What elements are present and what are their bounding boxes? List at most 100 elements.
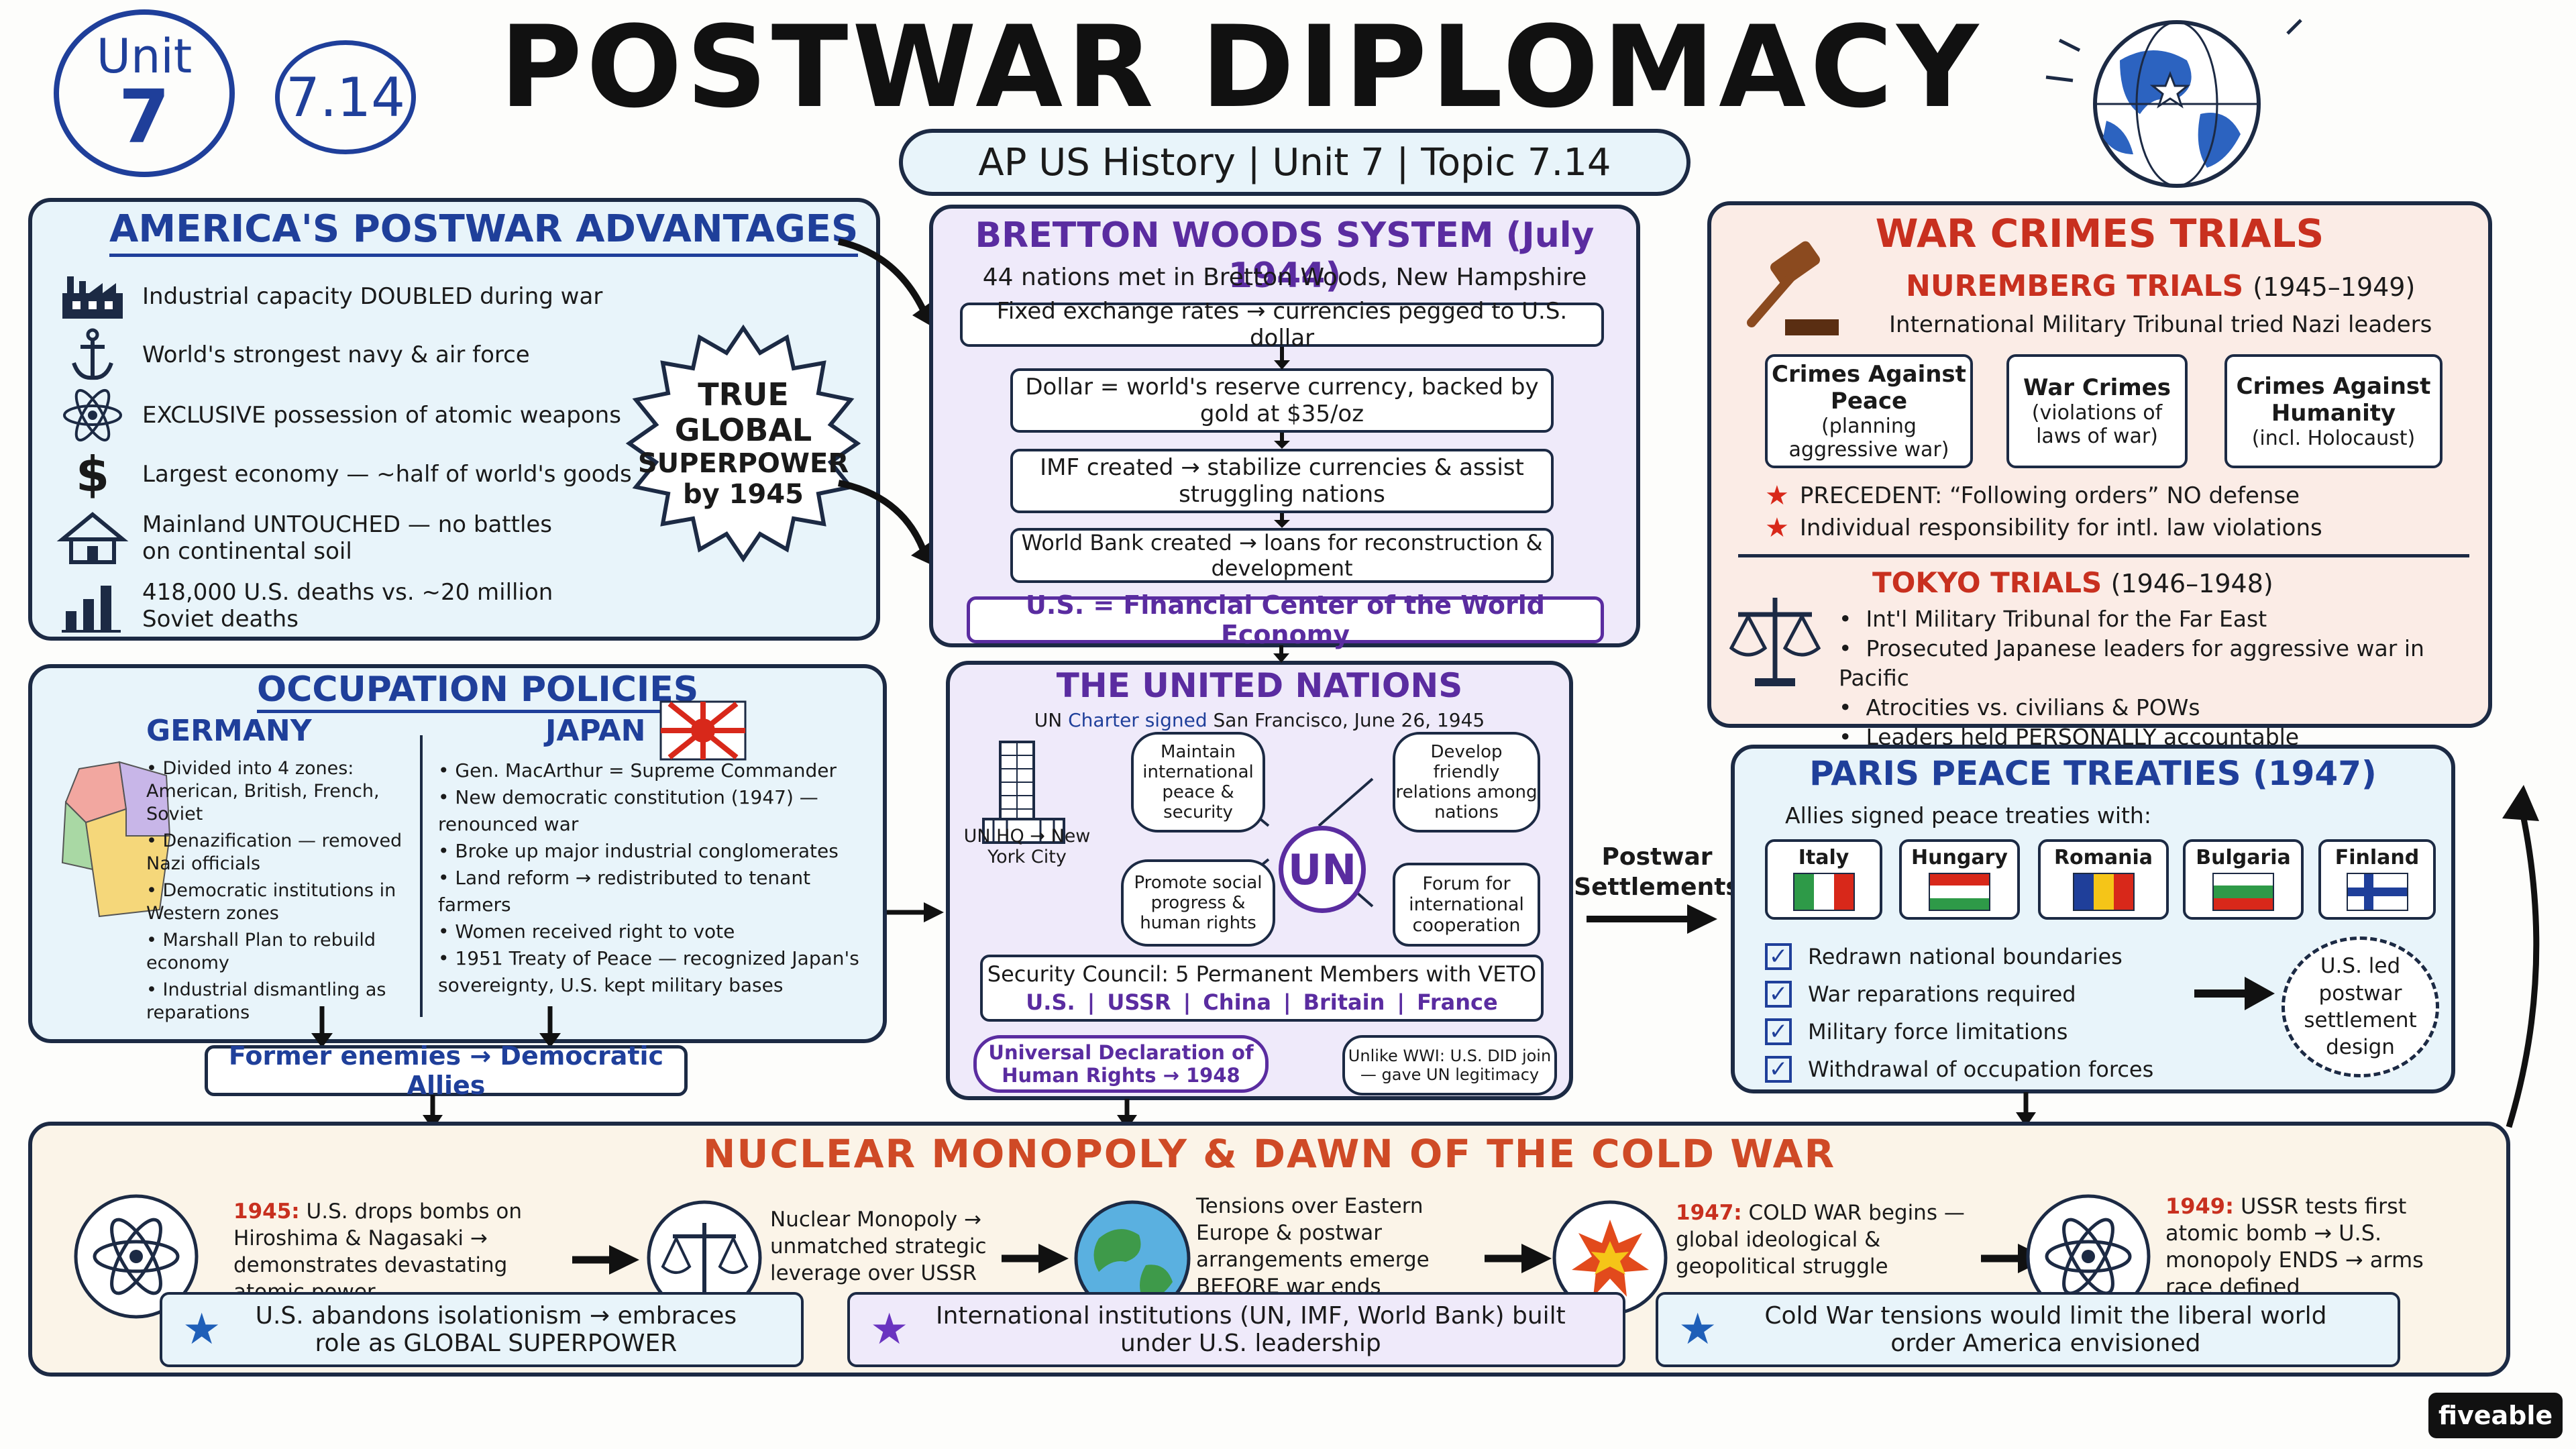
topic-badge-number: 7.14 bbox=[285, 66, 406, 129]
tokyo-years: (1946–1948) bbox=[2110, 569, 2273, 598]
nuremberg-heading: NUREMBERG TRIALS (1945–1949) bbox=[1906, 269, 2415, 303]
un-hq-label: UN HQ → New York City bbox=[963, 826, 1091, 867]
bretton-title: BRETTON WOODS SYSTEM (July 1944) bbox=[975, 215, 1595, 296]
brand-logo: fiveable bbox=[2428, 1393, 2563, 1438]
bretton-panel: BRETTON WOODS SYSTEM (July 1944) 44 nati… bbox=[929, 205, 1640, 649]
atom-icon bbox=[63, 388, 122, 442]
un-building-icon bbox=[982, 741, 1065, 844]
arrow-connector bbox=[2016, 1092, 2036, 1127]
udhr-box: Universal Declaration of Human Rights → … bbox=[973, 1035, 1269, 1093]
anchor-icon bbox=[72, 328, 113, 380]
un-note-bubble: Unlike WWI: U.S. DID join — gave UN legi… bbox=[1342, 1035, 1557, 1095]
rising-sun-flag-icon bbox=[659, 700, 747, 761]
occupation-arrows bbox=[311, 1006, 561, 1048]
page-title: POSTWAR DIPLOMACY bbox=[499, 1, 1983, 133]
germany-list: • Divided into 4 zones: American, Britis… bbox=[146, 757, 415, 1024]
nuremberg-title: NUREMBERG TRIALS bbox=[1906, 269, 2244, 303]
member-label: China bbox=[1203, 989, 1271, 1015]
house-icon bbox=[56, 512, 129, 564]
dollar-icon: $ bbox=[75, 446, 110, 502]
war-crimes-panel: WAR CRIMES TRIALS NUREMBERG TRIALS (1945… bbox=[1707, 201, 2492, 750]
divider bbox=[1738, 554, 2469, 557]
member-label: France bbox=[1417, 989, 1498, 1015]
paris-outcome: U.S. led postwar settlement design bbox=[2282, 936, 2439, 1077]
checklist-item: ✓ Withdrawal of occupation forces bbox=[1765, 1051, 2153, 1088]
occupation-conclusion: Former enemies → Democratic Allies bbox=[205, 1041, 688, 1100]
factory-icon bbox=[62, 276, 123, 319]
nuremberg-years: (1945–1949) bbox=[2253, 272, 2416, 302]
war-crimes-title: WAR CRIMES TRIALS bbox=[1875, 211, 2324, 256]
advantage-item: $ Largest economy — ~half of world's goo… bbox=[59, 445, 649, 504]
charge-card: War Crimes (violations of laws of war) bbox=[2006, 354, 2188, 468]
timeline-year: 1949: bbox=[2165, 1193, 2234, 1219]
bulgaria-flag-icon bbox=[2212, 873, 2274, 911]
list-item: • Democratic institutions in Western zon… bbox=[146, 880, 396, 924]
topic-badge: 7.14 bbox=[275, 40, 416, 154]
list-item: • Women received right to vote bbox=[438, 920, 735, 943]
security-council-members: U.S.| USSR| China| Britain| France bbox=[1026, 989, 1498, 1015]
takeaway-card: ★ Cold War tensions would limit the libe… bbox=[1656, 1292, 2400, 1367]
checkbox-checked-icon: ✓ bbox=[1765, 1018, 1792, 1045]
nuclear-title: NUCLEAR MONOPOLY & DAWN OF THE COLD WAR bbox=[702, 1131, 1836, 1177]
unit-badge-label: Unit bbox=[96, 29, 193, 84]
advantages-list: Industrial capacity DOUBLED during war W… bbox=[56, 269, 649, 639]
arrow-connector bbox=[2194, 977, 2275, 1010]
arrow-connector bbox=[572, 1245, 639, 1275]
advantage-item: EXCLUSIVE possession of atomic weapons bbox=[59, 386, 649, 445]
checklist-item: ✓ Military force limitations bbox=[1765, 1013, 2153, 1051]
settlements-label: Postwar Settlements bbox=[1574, 843, 1740, 901]
star-icon: ★ bbox=[1765, 480, 1789, 511]
un-title: THE UNITED NATIONS bbox=[1056, 666, 1463, 705]
arrow-connector bbox=[887, 902, 944, 922]
nuclear-panel: NUCLEAR MONOPOLY & DAWN OF THE COLD WAR … bbox=[28, 1122, 2510, 1377]
list-item: • Land reform → redistributed to tenant … bbox=[438, 867, 811, 916]
star-icon: ★ bbox=[1765, 513, 1789, 543]
superpower-text: TRUE GLOBAL SUPERPOWER by 1945 bbox=[637, 376, 849, 510]
member-label: Britain bbox=[1303, 989, 1385, 1015]
checkbox-checked-icon: ✓ bbox=[1765, 943, 1792, 970]
unit-badge-number: 7 bbox=[118, 74, 170, 160]
advantage-text: Largest economy — ~half of world's goods bbox=[142, 461, 632, 488]
star-icon: ★ bbox=[182, 1305, 221, 1354]
globe-icon bbox=[2045, 19, 2302, 188]
country-card: Hungary bbox=[1899, 839, 2020, 920]
arrow-connector bbox=[2502, 785, 2540, 1128]
un-goal: Promote social progress & human rights bbox=[1121, 859, 1275, 947]
bretton-step: Fixed exchange rates → currencies pegged… bbox=[960, 298, 1604, 352]
romania-flag-icon bbox=[2072, 873, 2135, 911]
italy-flag-icon bbox=[1792, 873, 1855, 911]
list-item: • Divided into 4 zones: American, Britis… bbox=[146, 758, 380, 824]
list-item: • 1951 Treaty of Peace — recognized Japa… bbox=[438, 947, 859, 996]
japan-title: JAPAN bbox=[545, 714, 646, 748]
un-goal: Maintain international peace & security bbox=[1131, 732, 1265, 833]
tokyo-title: TOKYO TRIALS bbox=[1872, 566, 2102, 599]
timeline-step: 1947: COLD WAR begins — global ideologic… bbox=[1676, 1201, 1965, 1279]
country-card: Finland bbox=[2318, 839, 2436, 920]
member-label: U.S. bbox=[1026, 989, 1075, 1015]
bretton-step: IMF created → stabilize currencies & ass… bbox=[1010, 449, 1554, 513]
list-item: • Gen. MacArthur = Supreme Commander bbox=[438, 759, 837, 782]
atom-icon bbox=[74, 1194, 199, 1319]
precedent-item: ★ PRECEDENT: “Following orders” NO defen… bbox=[1765, 480, 2300, 511]
arrow-connector bbox=[1587, 904, 1717, 934]
paris-subtitle: Allies signed peace treaties with: bbox=[1785, 802, 2151, 828]
advantages-panel: AMERICA'S POSTWAR ADVANTAGES Industrial … bbox=[28, 198, 880, 641]
precedent-item: ★ Individual responsibility for intl. la… bbox=[1765, 513, 2322, 543]
earth-icon bbox=[1074, 1200, 1191, 1317]
germany-title: GERMANY bbox=[146, 714, 312, 748]
takeaway-card: ★ International institutions (UN, IMF, W… bbox=[847, 1292, 1625, 1367]
advantage-text: Mainland UNTOUCHED — no battles on conti… bbox=[142, 511, 553, 565]
bretton-conclusion: U.S. = Financial Center of the World Eco… bbox=[967, 590, 1604, 649]
charge-card: Crimes Against Peace (planning aggressiv… bbox=[1765, 354, 1973, 468]
bretton-step: World Bank created → loans for reconstru… bbox=[1010, 528, 1554, 583]
list-item: • Broke up major industrial conglomerate… bbox=[438, 840, 839, 862]
checkbox-checked-icon: ✓ bbox=[1765, 981, 1792, 1008]
list-item: • Int'l Military Tribunal for the Far Ea… bbox=[1839, 606, 2267, 632]
hungary-flag-icon bbox=[1929, 873, 1990, 911]
gavel-icon bbox=[1747, 241, 1839, 335]
star-icon: ★ bbox=[1678, 1305, 1717, 1354]
security-council-title: Security Council: 5 Permanent Members wi… bbox=[987, 961, 1537, 987]
japan-list: • Gen. MacArthur = Supreme Commander • N… bbox=[438, 757, 881, 999]
list-item: • Industrial dismantling as reparations bbox=[146, 979, 386, 1023]
timeline-step: 1945: U.S. drops bombs on Hiroshima & Na… bbox=[233, 1199, 523, 1304]
